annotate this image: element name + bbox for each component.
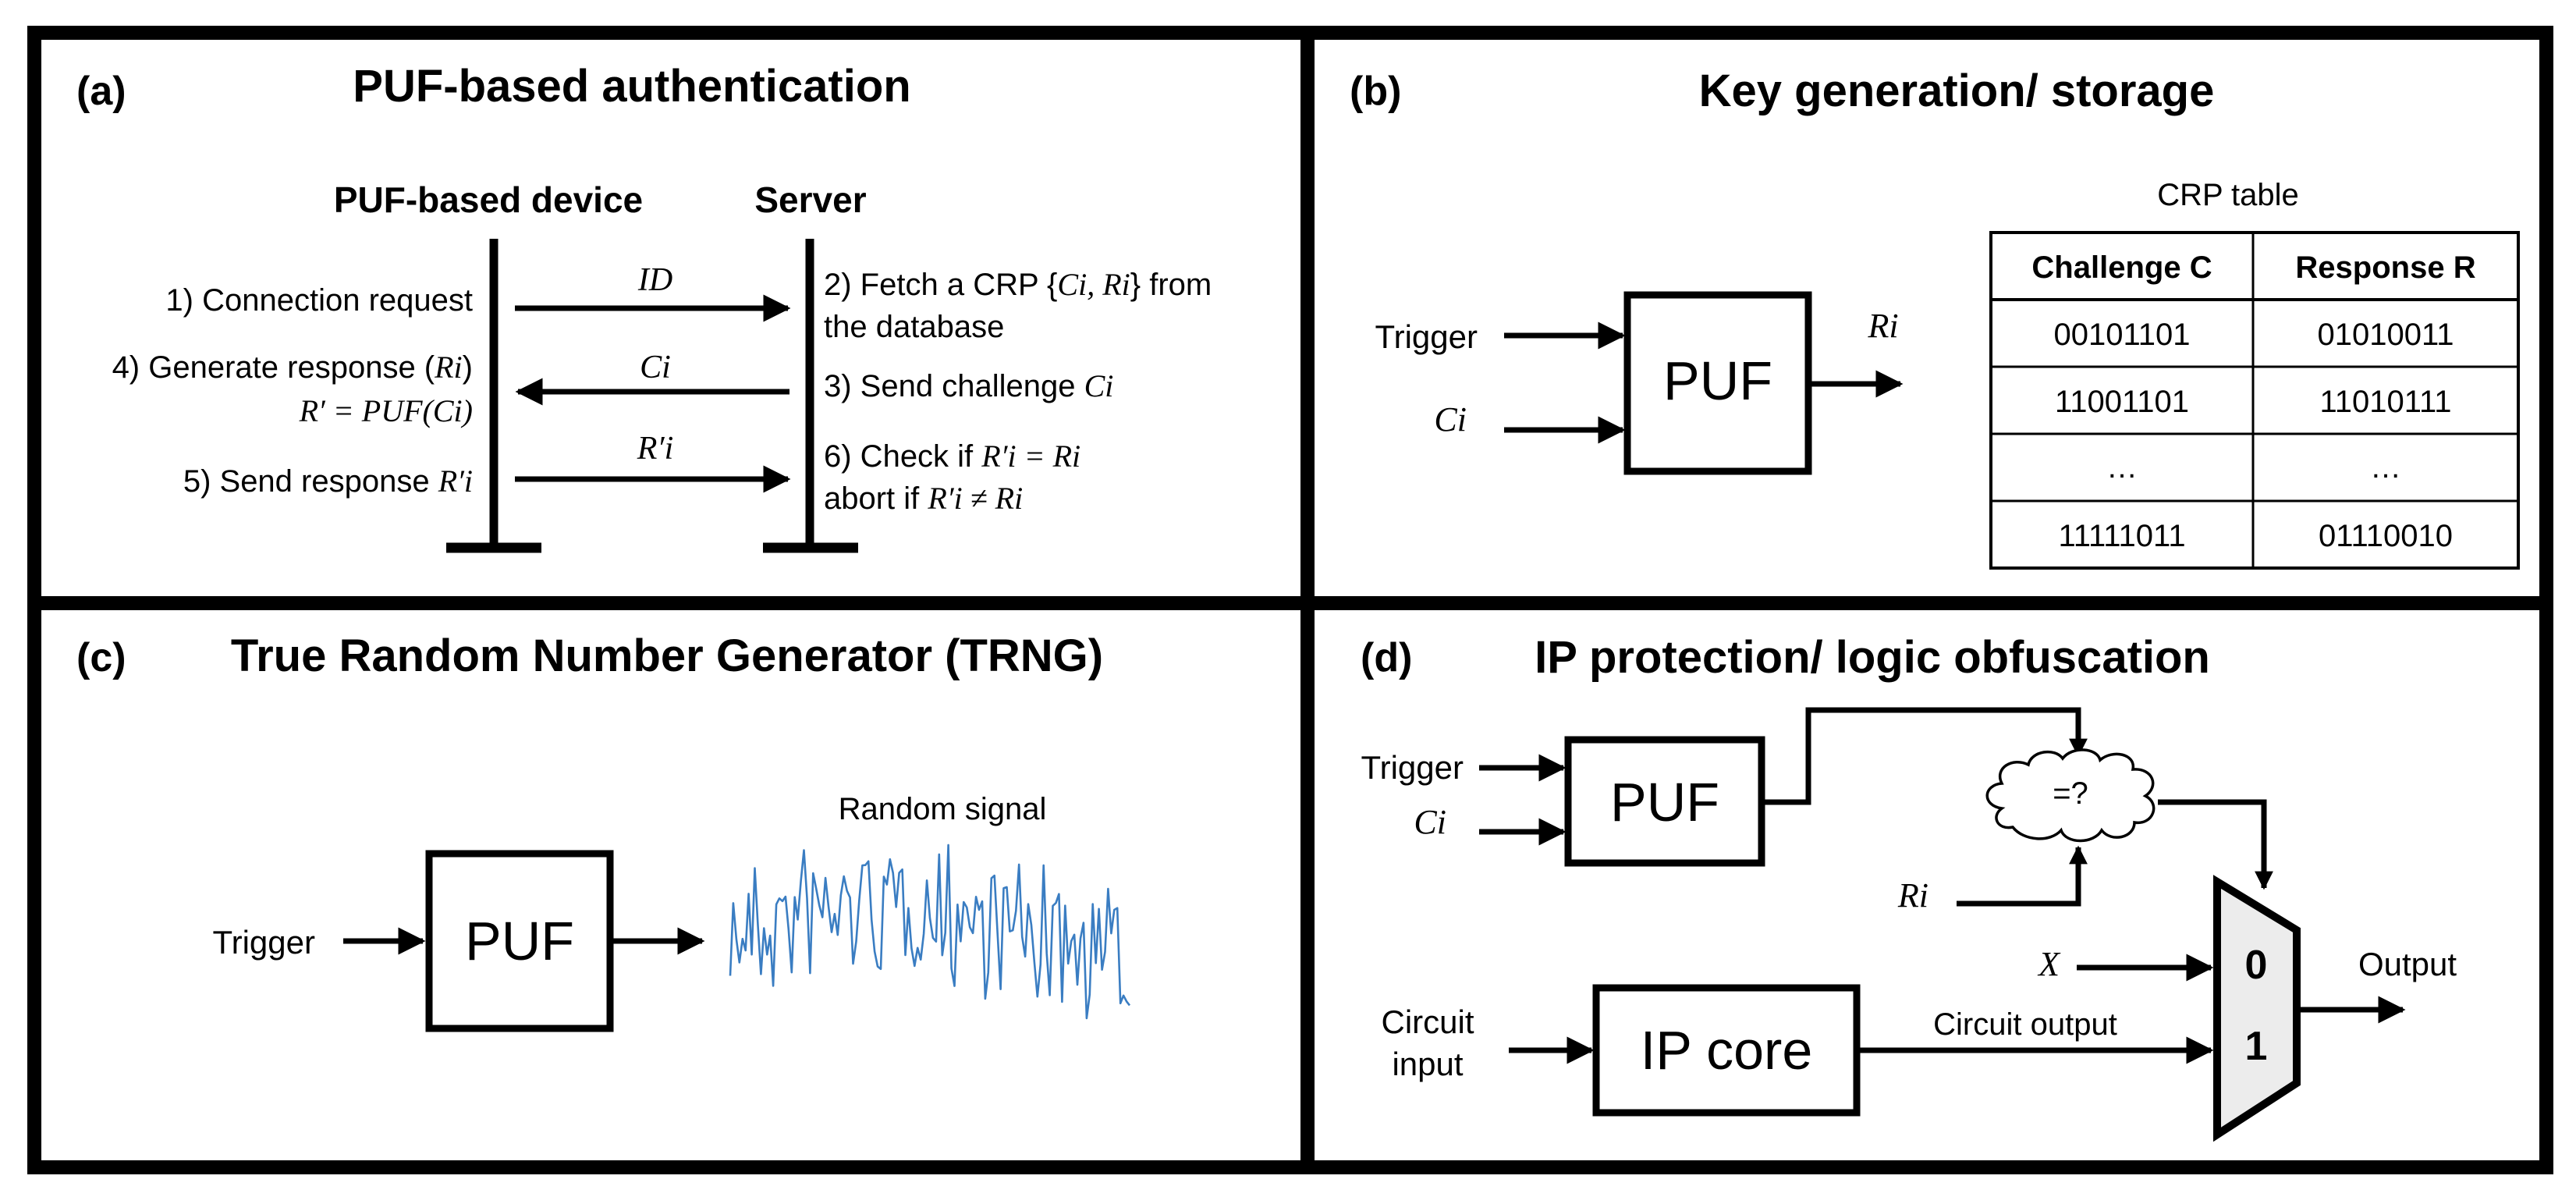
msg-ci-label: Ci <box>640 350 671 385</box>
puf-block <box>1564 736 1765 867</box>
circuit-input-label-line2: input <box>1392 1046 1463 1082</box>
puf-block <box>425 850 614 1032</box>
crp-cell: … <box>2370 450 2401 485</box>
compare-label: =? <box>2053 776 2088 811</box>
msg-id-label: ID <box>637 262 672 298</box>
circuit-input-label: Circuit <box>1381 1003 1474 1040</box>
x-label: X <box>2037 945 2061 983</box>
puf-label: PUF <box>465 911 574 971</box>
crp-table: Challenge C Response R 00101101 01010011… <box>1989 231 2520 570</box>
ri-label: Ri <box>1867 307 1898 345</box>
panel-a: (a) PUF-based authentication PUF-based d… <box>76 61 1212 553</box>
step-connection-request: 1) Connection request <box>165 283 473 318</box>
crp-cell: 00101101 <box>2054 318 2191 352</box>
panel-b-tag: (b) <box>1350 69 1401 114</box>
panel-d-title: IP protection/ logic obfuscation <box>1535 632 2210 683</box>
trigger-label: Trigger <box>1361 749 1464 786</box>
panel-b-title: Key generation/ storage <box>1699 66 2215 116</box>
multiplexer <box>2213 875 2301 1142</box>
crp-table-border <box>1989 231 2520 570</box>
compare-to-mux-wire <box>2158 799 2273 890</box>
ri-label: Ri <box>1897 876 1928 915</box>
ci-label: Ci <box>1434 400 1467 439</box>
crp-cell: 11001101 <box>2055 385 2189 419</box>
device-label: PUF-based device <box>334 179 643 220</box>
ci-label: Ci <box>1414 803 1446 841</box>
step-send-challenge: 3) Send challenge Ci <box>824 368 1113 403</box>
msg-ri-label: R′i <box>637 431 674 467</box>
panel-d: (d) IP protection/ logic obfuscation Tri… <box>1361 632 2457 1142</box>
step-check: 6) Check if R′i = Ri <box>824 439 1080 474</box>
random-signal-label: Random signal <box>839 792 1047 826</box>
panel-d-tag: (d) <box>1361 635 1412 680</box>
puf-block <box>1623 291 1812 475</box>
mux-input-0-label: 0 <box>2245 943 2268 988</box>
crp-header-challenge: Challenge C <box>2031 250 2212 285</box>
step-generate-response-formula: R′ = PUF(Ci) <box>299 393 473 428</box>
ip-core-block <box>1592 984 1861 1117</box>
step-generate-response: 4) Generate response (Ri) <box>112 350 473 385</box>
puf-label: PUF <box>1663 350 1772 411</box>
crp-cell: 11111011 <box>2058 519 2185 553</box>
ip-core-label: IP core <box>1641 1020 1813 1081</box>
trigger-label: Trigger <box>213 924 315 961</box>
step-send-response: 5) Send response R′i <box>183 463 473 499</box>
panel-c-title: True Random Number Generator (TRNG) <box>231 630 1103 681</box>
crp-table-caption: CRP table <box>2157 178 2299 212</box>
panel-c: (c) True Random Number Generator (TRNG) … <box>76 630 1131 1032</box>
crp-cell: 11010111 <box>2319 385 2451 419</box>
server-label: Server <box>754 179 866 220</box>
compare-cloud <box>1985 748 2156 843</box>
output-label: Output <box>2358 946 2457 982</box>
crp-cell: … <box>2106 450 2138 485</box>
step-abort: abort if R′i ≠ Ri <box>824 481 1023 516</box>
trigger-label: Trigger <box>1375 318 1478 355</box>
puf-label: PUF <box>1610 772 1719 833</box>
circuit-output-label: Circuit output <box>1933 1007 2117 1042</box>
random-signal-waveform <box>729 844 1131 1020</box>
crp-header-response: Response R <box>2295 250 2475 285</box>
mux-input-1-label: 1 <box>2245 1024 2268 1069</box>
crp-cell: 01010011 <box>2318 318 2454 352</box>
crp-cell: 01110010 <box>2319 519 2453 553</box>
panel-a-title: PUF-based authentication <box>353 61 910 112</box>
panel-c-tag: (c) <box>76 635 126 680</box>
step-fetch-crp-line2: the database <box>824 310 1004 344</box>
step-fetch-crp: 2) Fetch a CRP {Ci, Ri} from <box>824 267 1212 302</box>
panel-a-tag: (a) <box>76 69 126 114</box>
puf-to-compare-wire <box>1765 707 2088 805</box>
panel-b: (b) Key generation/ storage Trigger Ci P… <box>1350 66 2520 570</box>
ri-to-compare-wire <box>1957 845 2088 907</box>
